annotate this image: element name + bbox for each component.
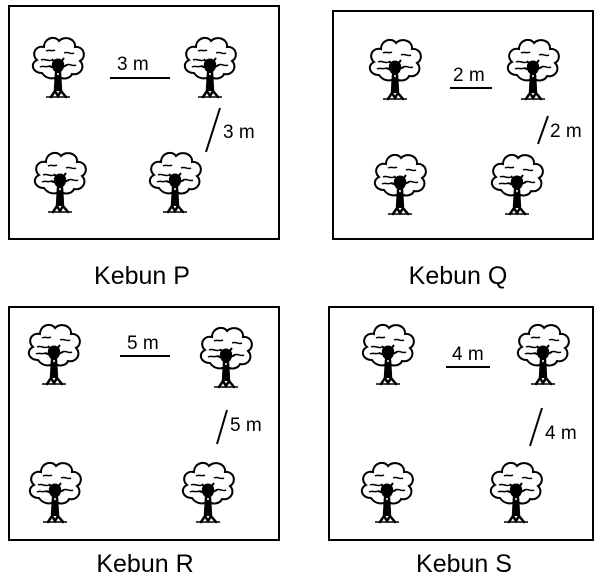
- diagonal-spacing-line: [215, 408, 229, 446]
- tree-icon: [503, 35, 563, 105]
- horizontal-spacing-line: [110, 76, 170, 80]
- tree-icon: [358, 320, 418, 390]
- diagonal-spacing-label: 5 m: [230, 416, 262, 435]
- diagonal-spacing-line: [536, 114, 550, 146]
- horizontal-spacing-line: [446, 365, 490, 369]
- tree-icon: [178, 458, 238, 528]
- tree-icon: [25, 458, 85, 528]
- diagonal-spacing-line: [204, 106, 222, 154]
- tree-icon: [370, 150, 430, 220]
- tree-icon: [24, 320, 84, 390]
- horizontal-spacing-label: 3 m: [117, 55, 149, 74]
- tree-icon: [180, 33, 240, 103]
- tree-icon: [357, 458, 417, 528]
- tree-icon: [196, 323, 256, 393]
- tree-icon: [145, 148, 205, 218]
- horizontal-spacing-line: [120, 354, 170, 358]
- horizontal-spacing-label: 2 m: [453, 66, 485, 85]
- tree-icon: [365, 35, 425, 105]
- horizontal-spacing-label: 5 m: [127, 334, 159, 353]
- diagonal-spacing-line: [528, 406, 544, 448]
- tree-icon: [487, 150, 547, 220]
- tree-icon: [28, 33, 88, 103]
- garden-caption: Kebun P: [62, 262, 222, 291]
- tree-icon: [486, 458, 546, 528]
- diagonal-spacing-label: 3 m: [223, 123, 255, 142]
- garden-caption: Kebun Q: [378, 262, 538, 291]
- diagonal-spacing-label: 4 m: [545, 424, 577, 443]
- garden-caption: Kebun R: [65, 550, 225, 579]
- garden-caption: Kebun S: [384, 550, 544, 579]
- tree-icon: [30, 148, 90, 218]
- tree-icon: [513, 320, 573, 390]
- horizontal-spacing-line: [450, 86, 492, 90]
- diagonal-spacing-label: 2 m: [550, 122, 582, 141]
- horizontal-spacing-label: 4 m: [452, 345, 484, 364]
